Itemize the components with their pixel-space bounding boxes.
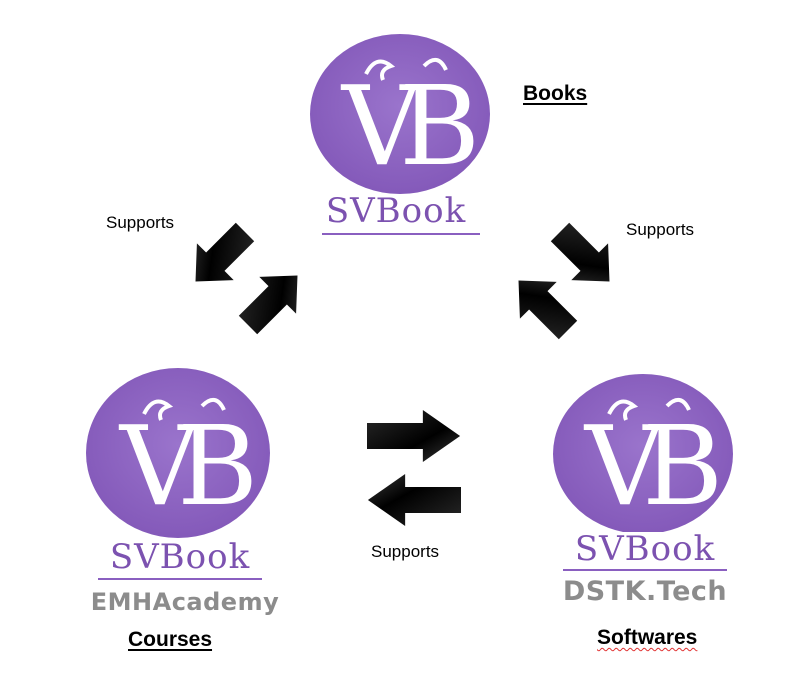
monogram-text: VB bbox=[118, 402, 252, 530]
softwares-node: VB SVBook DSTK.Tech bbox=[545, 362, 745, 612]
softwares-subbrand: DSTK.Tech bbox=[562, 576, 728, 607]
svbook-logo-icon: VB bbox=[553, 374, 739, 532]
softwares-title: Softwares bbox=[597, 626, 698, 649]
supports-label-books-courses: Supports bbox=[106, 213, 175, 232]
supports-label-courses-softwares: Supports bbox=[371, 542, 440, 561]
thick-arrow-icon bbox=[500, 262, 587, 349]
courses-brand: SVBook bbox=[109, 537, 251, 577]
svbook-logo-icon: VB bbox=[86, 368, 274, 538]
courses-brand-underline bbox=[98, 578, 262, 580]
monogram-text: VB bbox=[583, 402, 717, 530]
courses-title: Courses bbox=[128, 628, 213, 651]
books-brand-underline bbox=[322, 233, 480, 235]
thick-arrow-icon bbox=[541, 213, 628, 300]
softwares-brand: SVBook bbox=[574, 529, 716, 569]
courses-subbrand: EMHAcademy bbox=[90, 588, 280, 616]
books-node: VB SVBook bbox=[296, 28, 496, 238]
monogram-text: VB bbox=[340, 62, 474, 190]
thick-arrow-icon bbox=[367, 474, 461, 526]
books-title: Books bbox=[523, 82, 588, 105]
softwares-brand-underline bbox=[563, 569, 727, 571]
courses-node: VB SVBook EMHAcademy bbox=[80, 368, 280, 618]
thick-arrow-icon bbox=[367, 410, 461, 462]
books-brand: SVBook bbox=[325, 191, 467, 231]
thick-arrow-icon bbox=[177, 213, 264, 300]
svbook-logo-icon: VB bbox=[310, 34, 496, 194]
supports-label-books-softwares: Supports bbox=[626, 220, 695, 239]
thick-arrow-icon bbox=[229, 257, 316, 344]
